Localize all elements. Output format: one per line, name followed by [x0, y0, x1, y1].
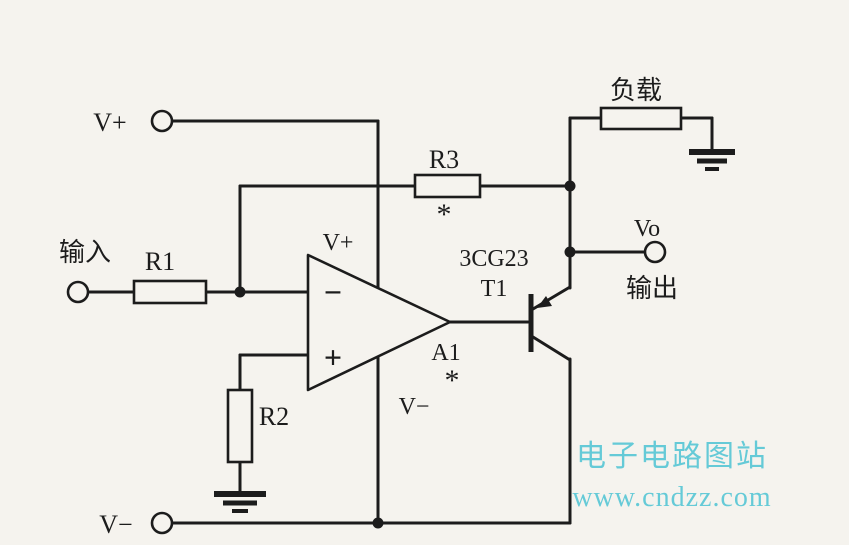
wires [86, 116, 714, 525]
label-opamp-ref: A1 [431, 340, 460, 366]
watermark-site-name: 电子电路图站 [576, 440, 768, 473]
opamp-noninverting-sign: + [324, 339, 342, 375]
terminal-input [66, 280, 90, 304]
label-r3-star: * [437, 198, 452, 231]
transistor-collector-lead [531, 335, 572, 362]
junction-inverting-node [234, 286, 246, 298]
label-r3: R3 [429, 145, 459, 174]
ground-load [689, 149, 735, 171]
label-r2: R2 [259, 402, 289, 431]
label-load: 负载 [610, 76, 662, 105]
label-vminus-supply: V− [99, 510, 132, 539]
terminal-output [643, 240, 667, 264]
terminal-vminus [150, 511, 174, 535]
opamp-a1: − + [306, 253, 452, 392]
label-input: 输入 [59, 238, 111, 267]
junction-vminus-rail [372, 517, 384, 529]
label-transistor-ref: T1 [481, 276, 508, 302]
resistor-r1 [132, 279, 208, 305]
junction-r3-output-node [564, 180, 576, 192]
label-opamp-star: * [445, 364, 460, 397]
junction-vo-node [564, 246, 576, 258]
label-output: 输出 [626, 274, 678, 303]
transistor-emitter-arrow [537, 296, 552, 308]
terminal-vplus [150, 109, 174, 133]
label-vo: Vo [634, 216, 660, 242]
transistor-t1 [528, 285, 572, 362]
label-vplus-supply: V+ [93, 108, 126, 137]
ground-r2 [214, 491, 266, 513]
watermark-site-url: www.cndzz.com [572, 482, 771, 513]
opamp-inverting-sign: − [324, 274, 342, 310]
resistor-load [599, 106, 683, 131]
resistor-r2 [226, 388, 254, 464]
label-opamp-vplus: V+ [323, 230, 354, 256]
label-transistor-type: 3CG23 [459, 246, 528, 272]
label-opamp-vminus: V− [399, 394, 430, 420]
label-r1: R1 [145, 247, 175, 276]
resistor-r3 [413, 173, 482, 199]
opamp-triangle [306, 253, 452, 392]
